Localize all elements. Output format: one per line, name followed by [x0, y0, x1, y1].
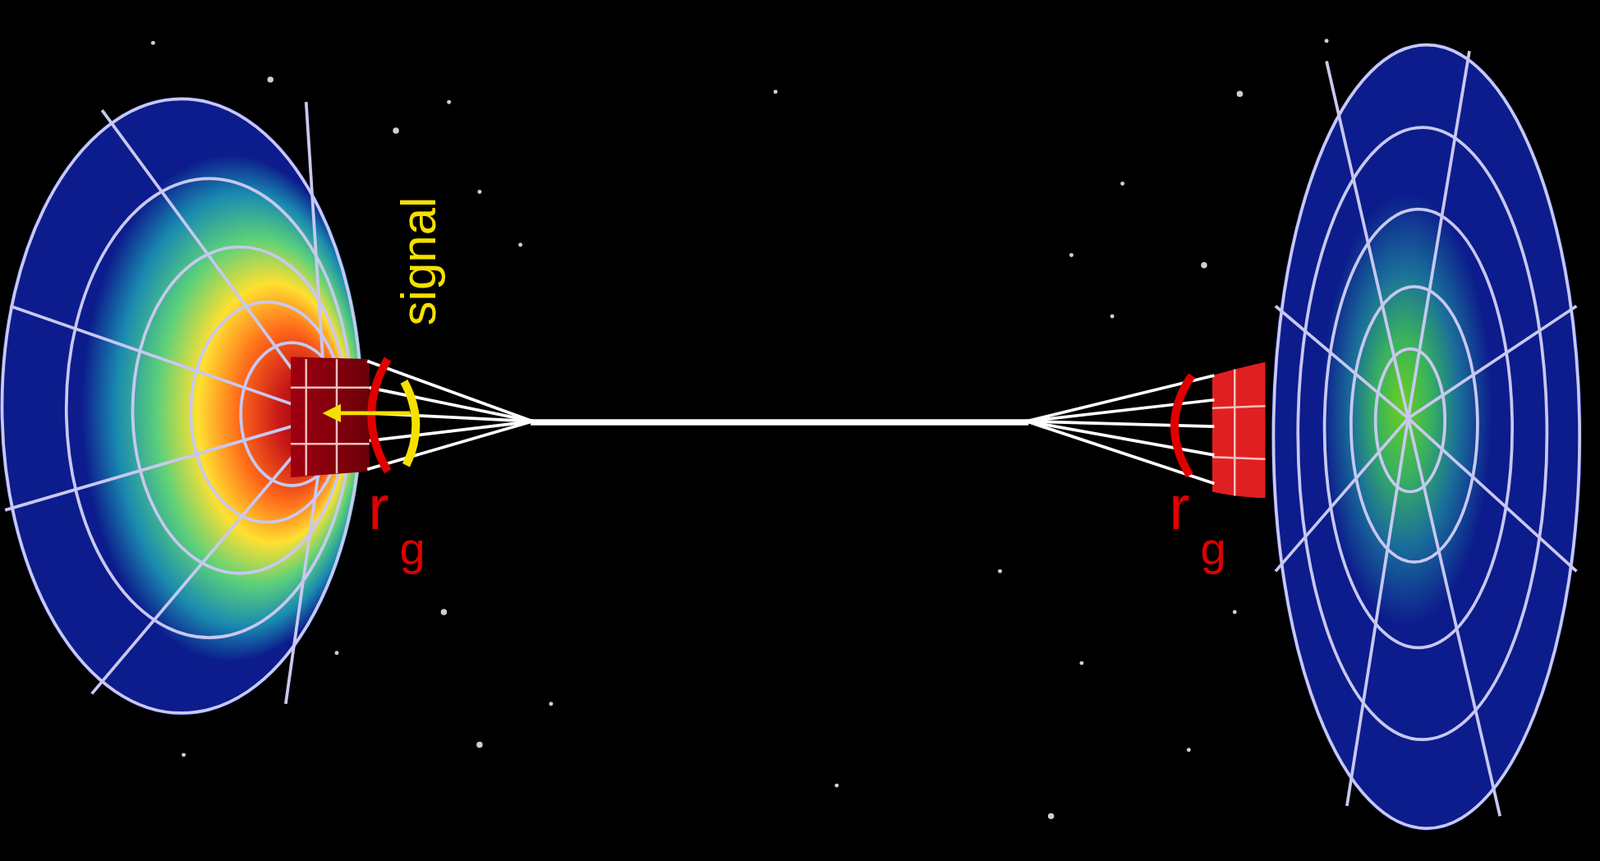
radius-subscript: g — [399, 525, 425, 572]
signal-arrowhead — [322, 404, 341, 423]
throat-line — [530, 418, 1029, 425]
radius-symbol: r — [367, 476, 389, 539]
radius-symbol: r — [1168, 476, 1190, 539]
signal-arrow — [336, 410, 410, 415]
signal-label: signal — [394, 197, 444, 327]
stars — [151, 38, 1329, 819]
radius-arc — [1174, 375, 1192, 476]
left-funnel — [0, 96, 534, 715]
signal-front — [404, 381, 416, 465]
right-funnel — [1026, 42, 1582, 831]
radius-subscript: g — [1200, 525, 1226, 572]
